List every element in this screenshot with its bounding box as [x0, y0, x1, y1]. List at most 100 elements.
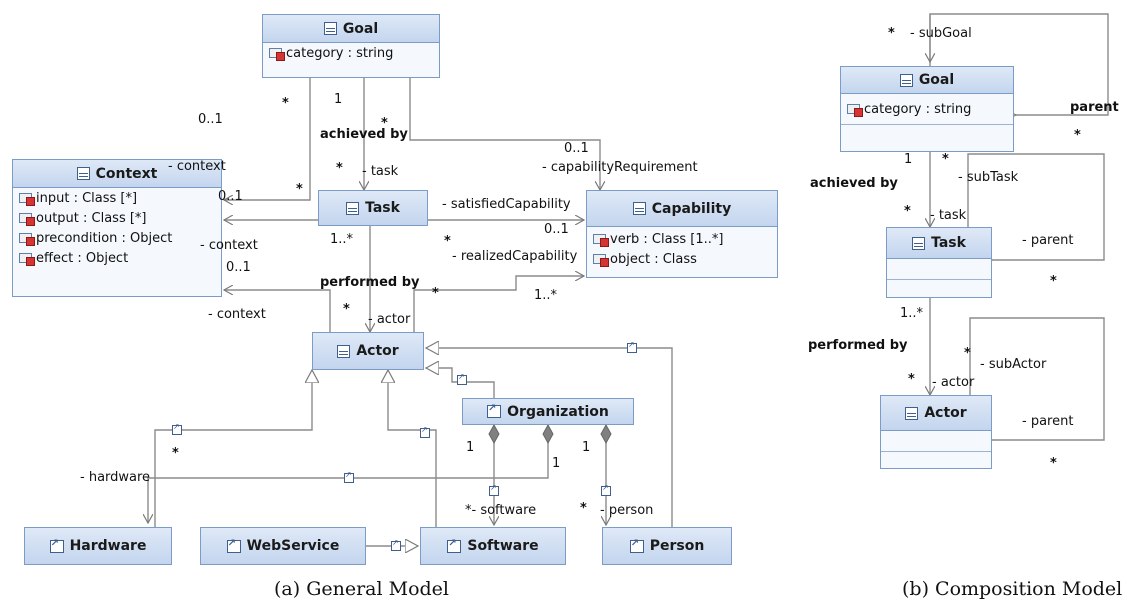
external-class-icon	[629, 538, 644, 553]
multiplicity-label: *	[336, 161, 343, 176]
role-label: - capabilityRequirement	[542, 160, 698, 175]
class-name: Software	[467, 538, 539, 554]
role-label: - parent	[1022, 414, 1074, 429]
attribute-text: input : Class [*]	[36, 190, 138, 206]
class-name: Organization	[507, 403, 609, 420]
class-goal[interactable]: Goal category : string	[262, 14, 440, 78]
class-name: Hardware	[69, 538, 147, 554]
attribute-icon	[593, 234, 609, 247]
class-name: Actor	[924, 405, 967, 421]
multiplicity-label: *	[282, 96, 289, 111]
multiplicity-label: 1..*	[330, 232, 354, 247]
role-label: - task	[930, 208, 967, 223]
multiplicity-label: 0..1	[226, 260, 251, 275]
multiplicity-label: *	[908, 372, 915, 387]
association-name-label: performed by	[320, 275, 420, 290]
class-task[interactable]: Task	[318, 190, 428, 226]
multiplicity-label: 1	[334, 92, 343, 107]
attribute-text: category : string	[286, 45, 394, 61]
class-capability[interactable]: Capability verb : Class [1..*] object : …	[586, 190, 778, 278]
attribute-row[interactable]: output : Class [*]	[13, 208, 221, 228]
class-icon	[346, 201, 360, 215]
role-label: - subTask	[958, 170, 1019, 185]
multiplicity-label: 1	[904, 152, 913, 167]
multiplicity-label: *	[444, 234, 451, 249]
role-label: - hardware	[80, 470, 151, 485]
role-label: parent	[1070, 100, 1119, 115]
multiplicity-label: 1	[552, 456, 561, 471]
reference-marker-icon	[489, 483, 499, 496]
multiplicity-label: *	[904, 204, 911, 219]
external-class-icon	[487, 403, 502, 418]
multiplicity-label: *	[1050, 456, 1057, 471]
role-label: *- software	[465, 503, 537, 518]
class-name: Context	[95, 165, 158, 182]
class-task-composition[interactable]: Task	[886, 227, 992, 298]
role-label: - subGoal	[910, 26, 972, 41]
reference-marker-icon	[344, 470, 354, 483]
role-label: - realizedCapability	[452, 249, 578, 264]
attribute-text: category : string	[864, 101, 972, 117]
association-name-label: achieved by	[320, 127, 408, 142]
class-name: Actor	[356, 343, 399, 359]
attribute-icon	[19, 193, 35, 206]
role-label: - actor	[932, 375, 975, 390]
class-context[interactable]: Context input : Class [*] output : Class…	[12, 159, 222, 297]
role-label: - context	[200, 238, 258, 253]
class-person[interactable]: Person	[602, 527, 732, 565]
class-actor[interactable]: Actor	[312, 332, 424, 370]
external-class-icon	[447, 538, 462, 553]
reference-marker-icon	[172, 422, 182, 435]
attribute-row[interactable]: precondition : Object	[13, 228, 221, 248]
role-label: - person	[600, 503, 654, 518]
class-actor-composition[interactable]: Actor	[880, 395, 992, 469]
reference-marker-icon	[627, 340, 637, 353]
class-icon	[632, 202, 646, 215]
class-name: Capability	[651, 200, 732, 217]
multiplicity-label: *	[888, 26, 895, 41]
class-name: Task	[365, 200, 400, 216]
role-label: - satisfiedCapability	[442, 197, 571, 212]
reference-marker-icon	[391, 538, 401, 551]
attribute-text: effect : Object	[36, 250, 129, 266]
class-name: Person	[649, 538, 705, 554]
attribute-row[interactable]: effect : Object	[13, 248, 221, 268]
caption-general-model: (a) General Model	[274, 578, 449, 600]
reference-marker-icon	[601, 483, 611, 496]
association-name-label: achieved by	[810, 176, 898, 191]
attribute-text: object : Class	[610, 251, 697, 267]
multiplicity-label: 0..1	[564, 141, 589, 156]
multiplicity-label: *	[1050, 274, 1057, 289]
attribute-icon	[19, 233, 35, 246]
multiplicity-label: *	[580, 501, 587, 516]
role-label: - parent	[1022, 233, 1074, 248]
role-label: - actor	[368, 312, 411, 327]
multiplicity-label: *	[381, 116, 388, 131]
attribute-row[interactable]: category : string	[263, 43, 439, 63]
attribute-row[interactable]: input : Class [*]	[13, 188, 221, 208]
class-icon	[323, 22, 337, 35]
class-icon	[337, 344, 351, 358]
external-class-icon	[49, 538, 64, 553]
multiplicity-label: 1	[466, 440, 475, 455]
role-label: - subActor	[980, 357, 1047, 372]
attribute-text: verb : Class [1..*]	[610, 231, 724, 247]
attribute-row[interactable]: verb : Class [1..*]	[587, 229, 777, 249]
attribute-row[interactable]: category : string	[841, 94, 1013, 124]
multiplicity-label: *	[942, 152, 949, 167]
role-label: - task	[362, 164, 399, 179]
multiplicity-label: 0..1	[218, 189, 243, 204]
class-organization[interactable]: Organization	[462, 398, 634, 425]
multiplicity-label: 0..1	[544, 222, 569, 237]
multiplicity-label: *	[432, 286, 439, 301]
class-webservice[interactable]: WebService	[200, 527, 366, 565]
association-name-label: performed by	[808, 338, 908, 353]
attribute-text: output : Class [*]	[36, 210, 147, 226]
multiplicity-label: 1	[582, 440, 591, 455]
class-hardware[interactable]: Hardware	[24, 527, 172, 565]
attribute-icon	[19, 253, 35, 266]
attribute-row[interactable]: object : Class	[587, 249, 777, 269]
reference-marker-icon	[457, 372, 467, 385]
class-goal-composition[interactable]: Goal category : string	[840, 66, 1014, 152]
class-software[interactable]: Software	[420, 527, 566, 565]
